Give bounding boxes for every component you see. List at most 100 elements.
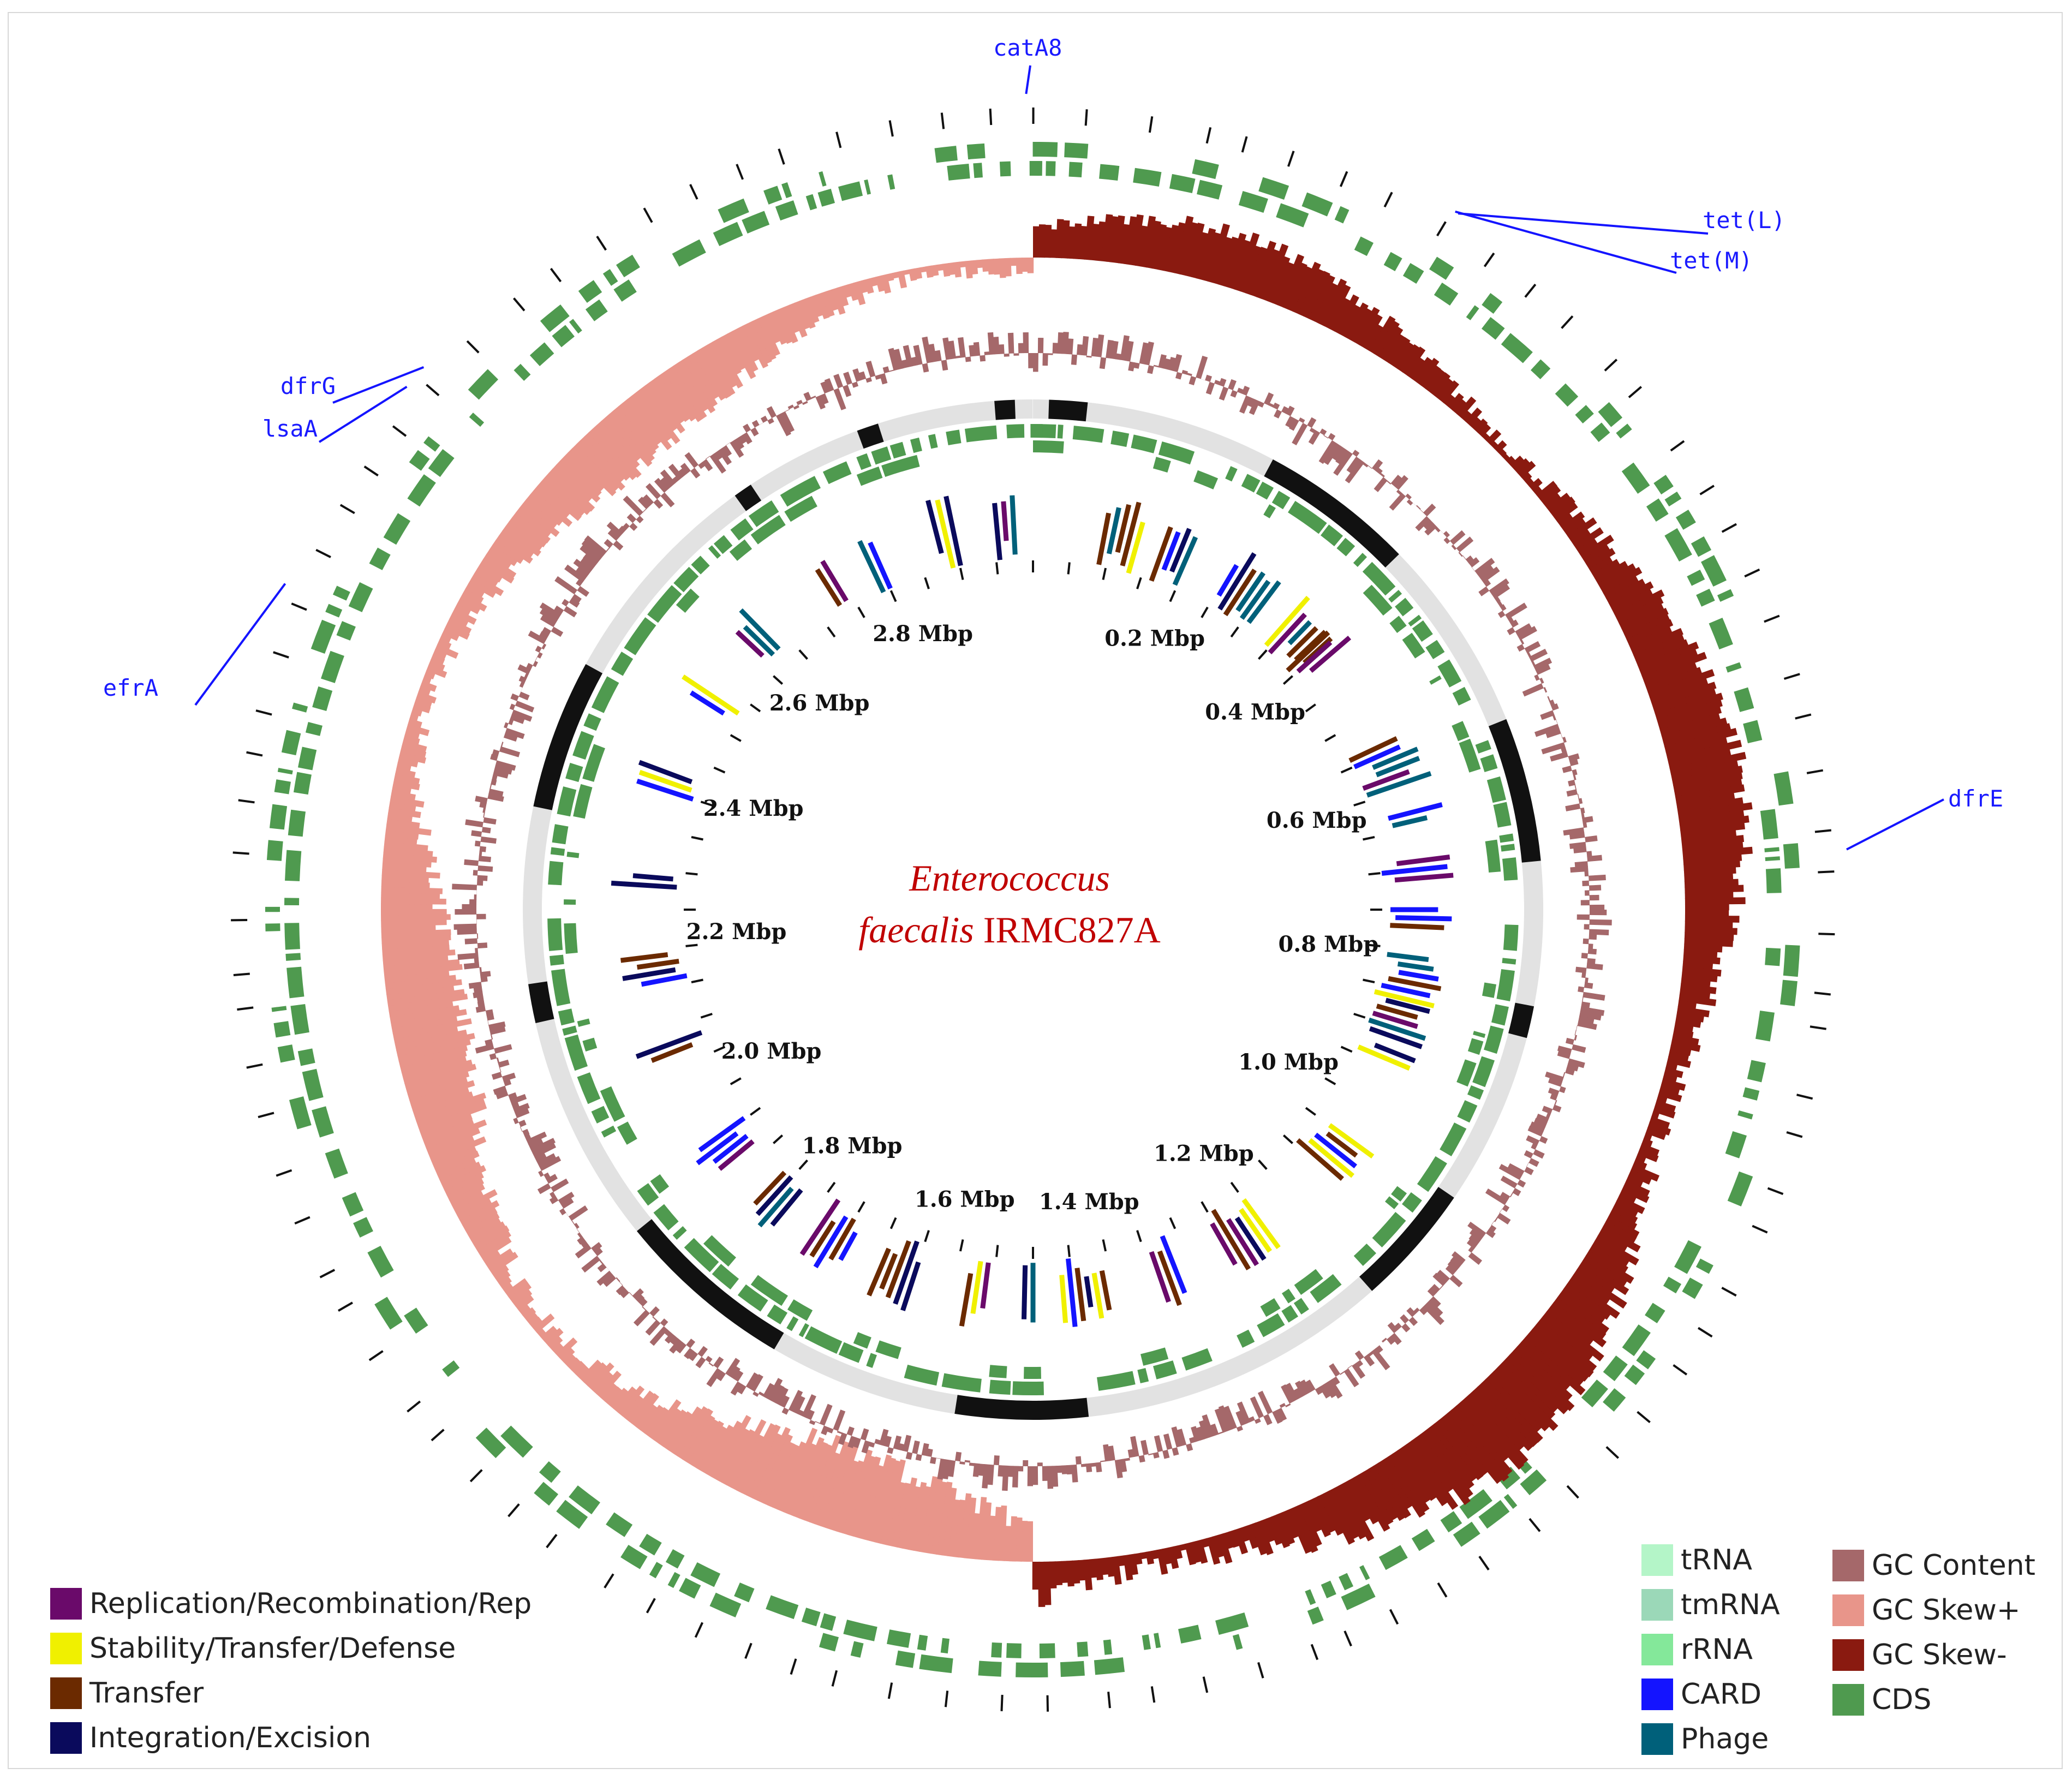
outer-tick bbox=[646, 1598, 656, 1614]
gc-skew-bar bbox=[640, 385, 678, 432]
gc-content-bar bbox=[1027, 1466, 1033, 1486]
inner-cds-block bbox=[1467, 1085, 1484, 1100]
gc-content-bar bbox=[1363, 1354, 1375, 1366]
gc-skew-bar bbox=[1004, 1526, 1012, 1562]
outer-cds-block bbox=[1402, 263, 1424, 284]
gc-content-bar bbox=[1435, 526, 1441, 533]
gc-skew-bar bbox=[1679, 989, 1711, 1000]
gc-skew-bar bbox=[1354, 307, 1380, 345]
gc-content-bar bbox=[955, 355, 961, 359]
gc-skew-bar bbox=[391, 1016, 458, 1035]
gc-content-bar bbox=[821, 1425, 829, 1436]
gc-skew-bar bbox=[389, 801, 416, 812]
gc-content-bar bbox=[473, 991, 483, 999]
gc-content-bar bbox=[1375, 1345, 1383, 1353]
scale-tick bbox=[857, 1201, 865, 1213]
gc-skew-bar bbox=[1250, 241, 1277, 297]
outer-tick bbox=[643, 207, 653, 223]
feature-bar bbox=[799, 1198, 841, 1256]
gc-skew-bar bbox=[726, 1419, 767, 1488]
gc-content-bar bbox=[1405, 493, 1412, 500]
outer-cds-block bbox=[1307, 1606, 1324, 1625]
gc-skew-bar bbox=[1539, 485, 1561, 505]
outer-cds-block bbox=[266, 840, 283, 861]
gc-content-bar bbox=[750, 1374, 763, 1392]
gc-skew-bar bbox=[601, 417, 641, 462]
feature-bar bbox=[828, 1217, 856, 1261]
gc-skew-bar bbox=[913, 1486, 931, 1552]
scale-tick bbox=[1353, 801, 1366, 807]
gc-skew-bar bbox=[592, 1371, 614, 1395]
gc-content-bar bbox=[546, 1174, 558, 1184]
gc-content-bar bbox=[1307, 417, 1317, 428]
gc-content-bar bbox=[1375, 467, 1383, 475]
gc-skew-bar bbox=[1207, 1536, 1221, 1565]
gc-content-bar bbox=[513, 1103, 530, 1114]
gc-skew-bar bbox=[992, 1507, 1002, 1561]
gc-skew-bar bbox=[1022, 258, 1028, 272]
gc-content-bar bbox=[500, 742, 504, 748]
outer-tick bbox=[368, 1350, 384, 1361]
gc-content-bar bbox=[1499, 1208, 1503, 1214]
outer-cds-block bbox=[1099, 164, 1120, 181]
outer-cds-block bbox=[367, 1245, 394, 1278]
gc-content-bar bbox=[480, 971, 491, 978]
legend-swatch bbox=[1832, 1639, 1864, 1671]
gc-content-bar bbox=[577, 1236, 586, 1245]
inner-cds-block bbox=[653, 1204, 679, 1231]
gc-skew-bar bbox=[1406, 1440, 1459, 1510]
gc-skew-bar bbox=[1677, 1006, 1710, 1018]
gc-skew-bar bbox=[1583, 544, 1610, 565]
gc-skew-bar bbox=[1668, 749, 1731, 769]
gc-content-bar bbox=[1018, 1466, 1024, 1472]
gc-skew-bar bbox=[413, 1091, 474, 1117]
gc-skew-bar bbox=[1528, 1329, 1590, 1382]
gc-content-bar bbox=[1319, 1384, 1331, 1399]
gc-skew-bar bbox=[794, 300, 810, 330]
gc-skew-bar bbox=[486, 549, 512, 569]
outer-tick bbox=[407, 1400, 421, 1413]
feature-bar bbox=[959, 1273, 974, 1327]
outer-cds-block bbox=[1737, 1110, 1753, 1120]
gc-content-bar bbox=[1530, 1121, 1545, 1132]
outer-cds-block bbox=[1478, 1500, 1510, 1529]
gc-skew-bar bbox=[1416, 1433, 1471, 1506]
gc-content-bar bbox=[520, 1126, 523, 1132]
outer-tick bbox=[1814, 991, 1831, 996]
outer-cds-block bbox=[1653, 475, 1674, 495]
gc-content-bar bbox=[993, 1455, 1000, 1466]
gc-content-bar bbox=[478, 856, 491, 863]
feature-bar bbox=[712, 1133, 749, 1164]
gc-skew-bar bbox=[544, 473, 591, 515]
gc-content-bar bbox=[517, 664, 531, 674]
outer-cds-block bbox=[1764, 847, 1780, 852]
gc-skew-bar bbox=[1261, 1518, 1275, 1543]
gc-skew-bar bbox=[492, 540, 524, 564]
gc-skew-bar bbox=[399, 751, 427, 764]
gc-skew-bar bbox=[886, 1482, 906, 1546]
legend-label: Transfer bbox=[89, 1677, 204, 1710]
gc-skew-bar bbox=[556, 460, 601, 503]
outer-cds-block bbox=[1032, 142, 1058, 157]
gc-content-bar bbox=[1090, 1462, 1097, 1467]
gc-content-bar bbox=[520, 687, 523, 692]
gc-content-bar bbox=[501, 1072, 516, 1082]
gc-skew-bar bbox=[1486, 429, 1502, 445]
gc-skew-bar bbox=[403, 734, 420, 745]
scale-tick bbox=[1136, 1230, 1142, 1243]
contig-segment bbox=[528, 981, 554, 1024]
gene-leader-line bbox=[1025, 65, 1031, 94]
outer-tick bbox=[1084, 109, 1088, 126]
scale-tick bbox=[1230, 1181, 1239, 1193]
gc-skew-bar bbox=[583, 1362, 607, 1387]
outer-tick bbox=[835, 132, 842, 148]
gc-skew-bar bbox=[1514, 458, 1530, 474]
gc-skew-bar bbox=[552, 1342, 564, 1354]
gc-skew-bar bbox=[1658, 1089, 1682, 1102]
gc-skew-bar bbox=[580, 436, 625, 483]
outer-tick bbox=[1478, 1555, 1490, 1570]
gc-content-bar bbox=[1085, 1463, 1092, 1473]
gc-skew-bar bbox=[1653, 1106, 1676, 1119]
contig-segment bbox=[1488, 719, 1541, 863]
